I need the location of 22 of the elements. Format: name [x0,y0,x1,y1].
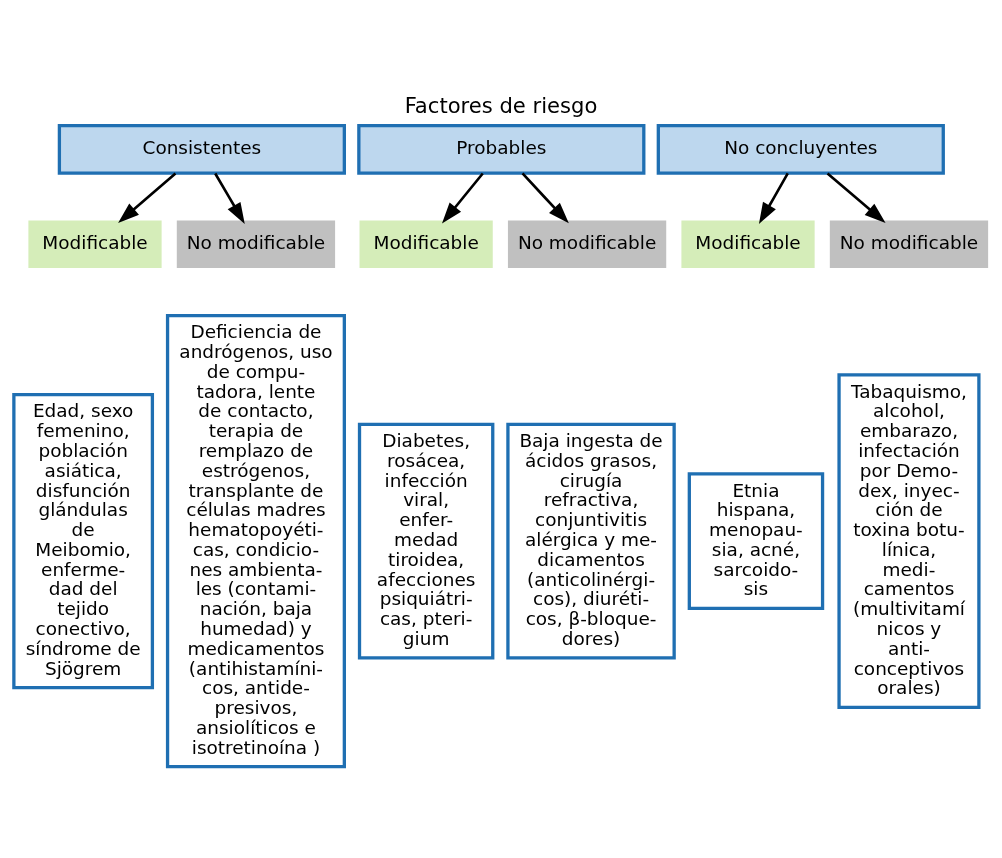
arrow [118,172,177,224]
node-box: No modificable [176,220,336,269]
node-box: No modificable [507,220,667,269]
node-box: Modificable [28,220,162,269]
arrow [214,172,245,224]
node-box: Modificable [359,220,493,269]
node-box: No modificable [829,220,989,269]
node-box: Diabetes, rosácea, infección viral, enfer- medad tiroidea, afecciones psiquiátri- cas, pteri- gium [357,422,495,660]
arrow [442,172,484,224]
node-box: Modificable [681,220,815,269]
node-box: Consistentes [57,123,346,175]
arrow [758,172,789,224]
node-box: No concluyentes [656,123,945,175]
node-box: Baja ingesta de ácidos grasos, cirugía refractiva, conjuntivitis alérgica y me- dicamentos (anticolinérgi- cos), diuréti- cos, β-bloque- dores) [506,422,676,660]
node-box: Etnia hispana, menopau- sia, acné, sarcoido- sis [687,472,825,611]
node-box: Probables [357,123,646,175]
diagram-title: Factores de riesgo [404,93,598,119]
arrow [521,172,569,224]
node-box: Tabaquismo, alcohol, embarazo, infectación por Demo- dex, inyec- ción de toxina botu- línica, medi- camentos (multivitamí nicos y anti- conceptivos orales) [837,373,981,709]
node-box: Deficiencia de andrógenos, uso de compu- tadora, lente de contacto, terapia de remplazo de estrógenos, transplante de células madres hematopoyéti- cas, condicio- nes ambienta- les (contami- nación, baja humedad) y medicamentos (antihistamíni- cos, antide- presivos, ansiolíticos e isotretinoína ) [165,313,346,769]
node-box: Edad, sexo femenino, población asiática, disfunción glándulas de Meibomio, enferme- dad del tejido conectivo, síndrome de Sjögrem [12,393,155,690]
arrow [826,172,886,224]
